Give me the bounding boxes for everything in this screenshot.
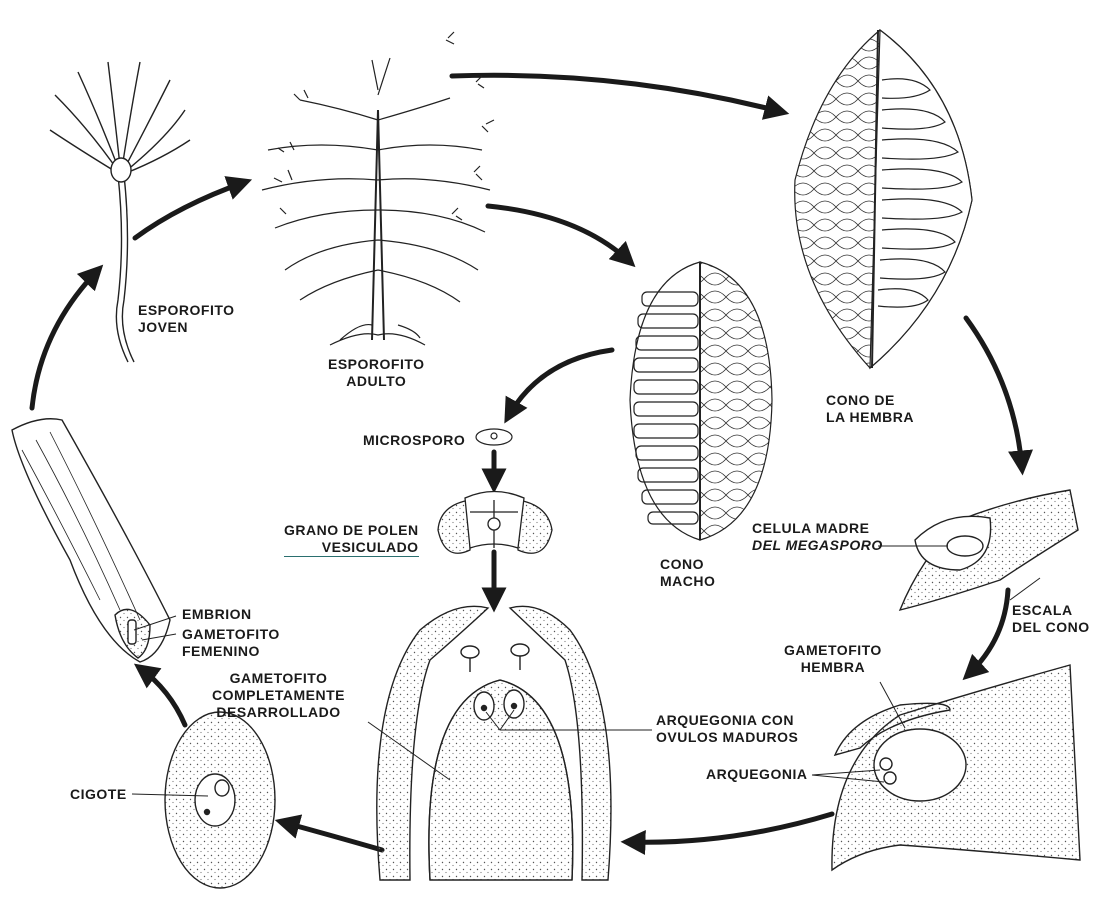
- arrow-scale-to-gametophyte: [962, 587, 1011, 681]
- label-embryo: EMBRION: [182, 606, 252, 622]
- label-seed-gametophyte: GAMETOFITO FEMENINO: [182, 626, 280, 659]
- leader-zygote: [131, 793, 209, 797]
- zygote-illustration: [164, 711, 276, 889]
- microspore-illustration: [475, 428, 513, 446]
- ovule-section-illustration: [376, 605, 612, 881]
- leader-embryo: [133, 615, 177, 631]
- label-male-cone: CONO MACHO: [660, 556, 716, 589]
- leader-mature-archegonia: [485, 709, 652, 731]
- label-mature-archegonia: ARQUEGONIA CON OVULOS MADUROS: [656, 712, 799, 745]
- label-cone-scale: ESCALA DEL CONO: [1012, 602, 1090, 635]
- leader-female-gametophyte: [879, 681, 906, 729]
- arrow-zygote-to-seed: [133, 663, 188, 728]
- female-gametophyte-illustration: [831, 664, 1081, 872]
- arrow-young-to-adult: [132, 176, 253, 241]
- arrow-female-cone-to-scale: [963, 315, 1033, 476]
- pollen-grain-illustration: [437, 490, 553, 554]
- leader-archegonia: [811, 769, 885, 783]
- leader-developed-gametophyte: [367, 721, 451, 781]
- label-young-sporophyte: ESPOROFITO JOVEN: [138, 302, 235, 335]
- label-archegonia: ARQUEGONIA: [706, 766, 808, 782]
- arrow-adult-to-male-cone: [485, 203, 636, 268]
- label-developed-gametophyte: GAMETOFITO COMPLETAMENTE DESARROLLADO: [212, 670, 346, 720]
- label-female-cone: CONO DE LA HEMBRA: [826, 392, 914, 425]
- label-adult-sporophyte: ESPOROFITO ADULTO: [328, 356, 425, 389]
- label-zygote: CIGOTE: [70, 786, 127, 802]
- leader-lines: [131, 545, 1041, 797]
- label-megaspore-mother-cell: CELULA MADRE DEL MEGASPORO: [752, 520, 883, 553]
- arrow-ovule-to-zygote: [274, 814, 385, 853]
- adult-sporophyte-illustration: [261, 31, 495, 346]
- label-pollen-grain: GRANO DE POLEN VESICULADO: [284, 522, 419, 557]
- arrow-gametophyte-to-ovule: [620, 811, 835, 856]
- female-cone-illustration: [794, 28, 973, 370]
- cycle-arrows: [29, 72, 1033, 856]
- male-cone-illustration: [629, 261, 773, 541]
- cone-scale-illustration: [898, 489, 1079, 612]
- label-microspore: MICROSPORO: [363, 432, 466, 448]
- young-sporophyte-illustration: [49, 61, 191, 363]
- label-female-gametophyte: GAMETOFITO HEMBRA: [784, 642, 882, 675]
- seed-illustration: [11, 418, 171, 663]
- arrow-male-cone-to-microspore: [504, 347, 615, 424]
- leader-seed-gametophyte: [141, 633, 177, 641]
- arrow-seed-to-young: [29, 264, 104, 411]
- leader-cone-scale: [1009, 577, 1041, 601]
- arrow-adult-to-female-cone: [449, 72, 790, 120]
